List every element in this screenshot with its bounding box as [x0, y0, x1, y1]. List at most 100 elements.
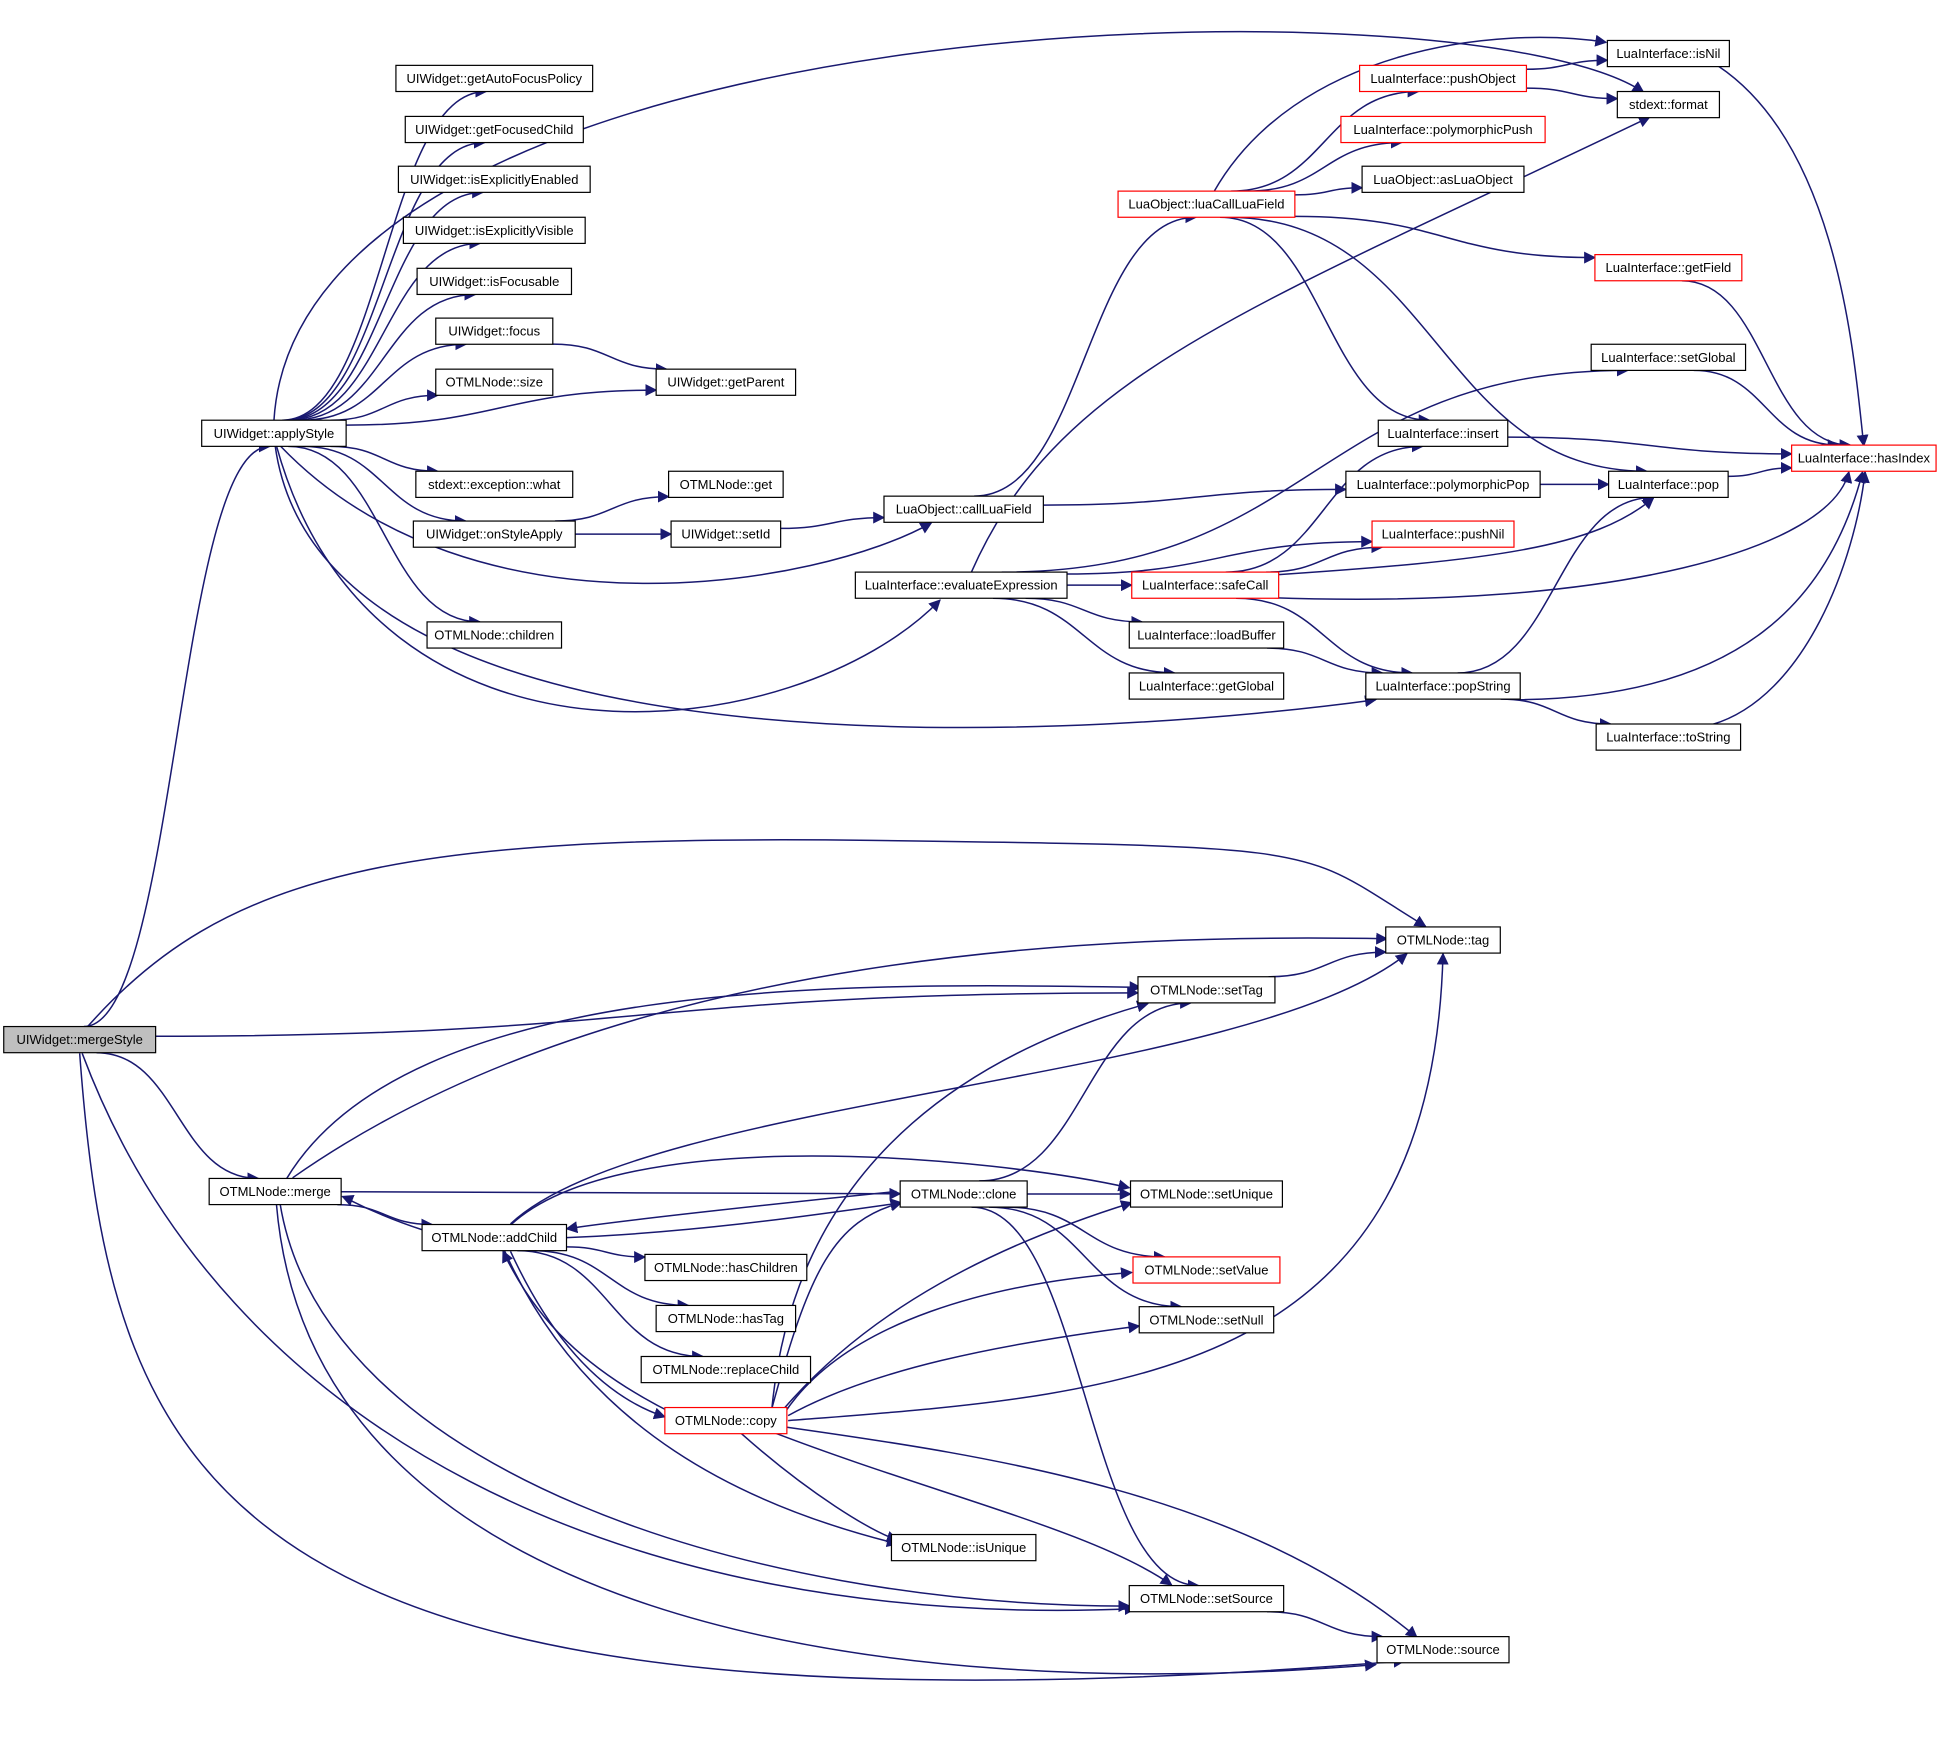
node-popString[interactable]: LuaInterface::popString	[1365, 672, 1521, 700]
edge-addChild-to-hasChildren	[566, 1246, 647, 1264]
node-setId[interactable]: UIWidget::setId	[670, 520, 782, 548]
node-isExplicitlyVisible[interactable]: UIWidget::isExplicitlyVisible	[402, 216, 586, 245]
node-setGlobal[interactable]: LuaInterface::setGlobal	[1590, 343, 1747, 372]
node-box	[404, 115, 584, 144]
node-pop[interactable]: LuaInterface::pop	[1608, 470, 1729, 498]
edge-copy-to-isUnique	[740, 1432, 899, 1543]
node-polymorphicPop[interactable]: LuaInterface::polymorphicPop	[1345, 470, 1541, 498]
node-label: LuaInterface::pop	[1618, 477, 1719, 492]
node-what[interactable]: stdext::exception::what	[415, 470, 574, 498]
node-copy[interactable]: OTMLNode::copy	[664, 1406, 788, 1435]
edge-addChild-to-setUnique	[509, 1155, 1131, 1226]
edge-applyStyle-to-getFocusedChild	[283, 136, 487, 421]
node-onStyleApply[interactable]: UIWidget::onStyleApply	[412, 520, 576, 548]
edge-setGlobal-to-hasIndex	[1693, 369, 1840, 452]
node-box	[1345, 470, 1541, 498]
node-mergeStyle[interactable]: UIWidget::mergeStyle	[3, 1025, 157, 1054]
node-label: LuaInterface::isNil	[1616, 46, 1720, 61]
edge-callLuaField-to-polymorphicPop	[1043, 483, 1348, 506]
edge-luaCallLuaField-to-isNil	[1213, 34, 1608, 193]
node-hasIndex[interactable]: LuaInterface::hasIndex	[1791, 444, 1937, 472]
node-box	[201, 419, 347, 447]
node-box	[670, 520, 782, 548]
node-box	[1616, 90, 1721, 119]
edge-applyStyle-to-callLuaField	[279, 445, 933, 585]
edge-clone-to-setNull	[988, 1206, 1183, 1313]
node-luaCallLuaField[interactable]: LuaObject::luaCallLuaField	[1117, 190, 1296, 218]
node-label: OTMLNode::setTag	[1150, 982, 1263, 997]
node-setValue[interactable]: OTMLNode::setValue	[1132, 1256, 1281, 1284]
node-getParent[interactable]: UIWidget::getParent	[655, 368, 797, 396]
node-label: LuaInterface::insert	[1387, 426, 1499, 441]
node-focus[interactable]: UIWidget::focus	[435, 317, 554, 345]
node-box	[883, 495, 1044, 523]
edge-applyStyle-to-getAutoFocusPolicy	[282, 85, 488, 421]
edge-applyStyle-to-popString	[274, 445, 1377, 729]
node-callLuaField[interactable]: LuaObject::callLuaField	[883, 495, 1044, 523]
node-hasChildren[interactable]: OTMLNode::hasChildren	[644, 1253, 808, 1282]
node-label: OTMLNode::setUnique	[1140, 1187, 1273, 1202]
node-hasTag[interactable]: OTMLNode::hasTag	[655, 1304, 797, 1333]
node-pushNil[interactable]: LuaInterface::pushNil	[1371, 520, 1515, 548]
node-label: LuaInterface::popString	[1375, 679, 1510, 694]
node-box	[1365, 672, 1521, 700]
node-box	[1606, 39, 1730, 68]
node-getFocusedChild[interactable]: UIWidget::getFocusedChild	[404, 115, 584, 144]
node-box	[426, 621, 563, 649]
node-setSource[interactable]: OTMLNode::setSource	[1128, 1584, 1285, 1613]
node-getGlobal[interactable]: LuaInterface::getGlobal	[1128, 672, 1285, 700]
node-toString[interactable]: LuaInterface::toString	[1595, 723, 1742, 751]
node-box	[854, 571, 1068, 599]
node-size[interactable]: OTMLNode::size	[435, 368, 554, 396]
node-pushObject[interactable]: LuaInterface::pushObject	[1358, 64, 1528, 93]
node-label: OTMLNode::setNull	[1149, 1312, 1263, 1327]
node-isNil[interactable]: LuaInterface::isNil	[1606, 39, 1730, 68]
node-evaluateExpression[interactable]: LuaInterface::evaluateExpression	[854, 571, 1068, 599]
node-isFocusable[interactable]: UIWidget::isFocusable	[416, 267, 573, 296]
node-box	[1137, 976, 1276, 1004]
node-isExplicitlyEnabled[interactable]: UIWidget::isExplicitlyEnabled	[397, 165, 591, 193]
node-label: UIWidget::focus	[448, 324, 540, 339]
node-loadBuffer[interactable]: LuaInterface::loadBuffer	[1128, 621, 1285, 649]
node-box	[1340, 115, 1546, 144]
node-label: UIWidget::mergeStyle	[16, 1032, 142, 1047]
node-setTag[interactable]: OTMLNode::setTag	[1137, 976, 1276, 1004]
node-label: LuaInterface::setGlobal	[1601, 350, 1736, 365]
node-merge[interactable]: OTMLNode::merge	[208, 1177, 342, 1206]
edge-copy-to-setSource	[771, 1431, 1173, 1586]
edge-luaCallLuaField-to-polymorphicPush	[1247, 136, 1403, 192]
node-label: LuaObject::callLuaField	[896, 502, 1032, 517]
node-setUnique[interactable]: OTMLNode::setUnique	[1129, 1180, 1284, 1208]
edge-setTag-to-tag	[1268, 946, 1387, 978]
node-source[interactable]: OTMLNode::source	[1376, 1636, 1510, 1664]
node-insert[interactable]: LuaInterface::insert	[1377, 419, 1509, 447]
node-box	[1361, 165, 1525, 193]
node-getAutoFocusPolicy[interactable]: UIWidget::getAutoFocusPolicy	[395, 64, 594, 93]
edge-applyStyle-to-getParent	[346, 384, 658, 426]
node-addChild[interactable]: OTMLNode::addChild	[421, 1223, 568, 1252]
node-polymorphicPush[interactable]: LuaInterface::polymorphicPush	[1340, 115, 1546, 144]
node-asLuaObject[interactable]: LuaObject::asLuaObject	[1361, 165, 1525, 193]
node-children[interactable]: OTMLNode::children	[426, 621, 563, 649]
node-label: LuaInterface::pushObject	[1370, 71, 1516, 86]
edge-mergeStyle-to-setTag	[155, 986, 1140, 1038]
node-safeCall[interactable]: LuaInterface::safeCall	[1131, 571, 1280, 599]
node-label: LuaInterface::toString	[1606, 730, 1730, 745]
edge-focus-to-getParent	[552, 343, 668, 376]
node-label: stdext::format	[1629, 97, 1708, 112]
node-isUnique[interactable]: OTMLNode::isUnique	[890, 1533, 1037, 1562]
node-applyStyle[interactable]: UIWidget::applyStyle	[201, 419, 347, 447]
node-getField[interactable]: LuaInterface::getField	[1594, 254, 1743, 282]
node-replaceChild[interactable]: OTMLNode::replaceChild	[640, 1355, 812, 1384]
node-box	[415, 470, 574, 498]
node-box	[1608, 470, 1729, 498]
edge-clone-to-setValue	[1005, 1206, 1166, 1263]
node-label: UIWidget::applyStyle	[214, 426, 335, 441]
node-tag[interactable]: OTMLNode::tag	[1385, 926, 1501, 954]
node-box	[655, 1304, 797, 1333]
node-box	[1594, 254, 1743, 282]
node-format[interactable]: stdext::format	[1616, 90, 1721, 119]
node-setNull[interactable]: OTMLNode::setNull	[1138, 1306, 1275, 1334]
node-clone[interactable]: OTMLNode::clone	[899, 1180, 1028, 1208]
node-getNode[interactable]: OTMLNode::get	[667, 470, 784, 498]
